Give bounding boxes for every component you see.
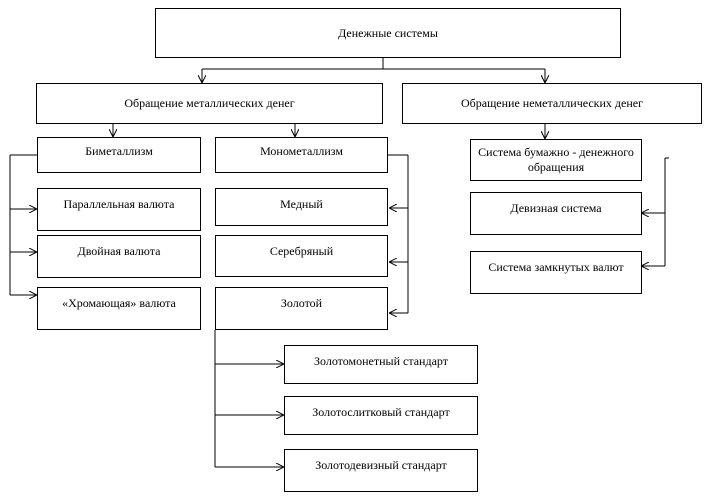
- monometallism-label: Монометаллизм: [260, 144, 343, 158]
- nonmetallic-item: Система замкнутых валют: [470, 251, 642, 294]
- bimetallism-item-label: Двойная валюта: [77, 244, 161, 258]
- gold-standard-node: Золотомонетный стандарт: [284, 345, 478, 384]
- root-label: Денежные системы: [338, 25, 438, 40]
- nonmetallic-item-label: Девизная система: [510, 201, 602, 215]
- gold-standard-node: Золотослитковый стандарт: [284, 396, 478, 435]
- bimetallism-item-label: «Хромающая» валюта: [62, 296, 176, 310]
- monometallism-node: Монометаллизм: [215, 137, 388, 173]
- gold-standard-label: Золотомонетный стандарт: [313, 354, 448, 368]
- gold-standard-label: Золотослитковый стандарт: [312, 405, 450, 419]
- monometallism-item: Медный: [215, 188, 388, 226]
- nonmetallic-item: Девизная система: [470, 192, 642, 235]
- paper-money-node: Система бумажно - денежного обращения: [470, 139, 642, 181]
- monometallism-item-label: Серебряный: [269, 244, 334, 258]
- metallic-label: Обращение металлических денег: [124, 96, 295, 110]
- nonmetallic-item-label: Система замкнутых валют: [488, 260, 624, 274]
- root-node: Денежные системы: [155, 8, 621, 58]
- bimetallism-item-label: Параллельная валюта: [63, 197, 175, 211]
- nonmetallic-label: Обращение неметаллических денег: [460, 96, 644, 110]
- paper-money-label: Система бумажно - денежного обращения: [478, 145, 634, 174]
- bimetallism-item: Параллельная валюта: [37, 188, 201, 231]
- monometallism-item: Серебряный: [215, 235, 388, 277]
- metallic-node: Обращение металлических денег: [36, 83, 383, 124]
- bimetallism-node: Биметаллизм: [37, 137, 201, 173]
- monometallism-item: Золотой: [215, 287, 388, 330]
- bimetallism-item: «Хромающая» валюта: [37, 287, 201, 330]
- bimetallism-item: Двойная валюта: [37, 235, 201, 278]
- gold-standard-node: Золотодевизный стандарт: [284, 449, 478, 492]
- monometallism-item-label: Медный: [280, 197, 323, 211]
- monometallism-item-label: Золотой: [280, 296, 323, 310]
- nonmetallic-node: Обращение неметаллических денег: [402, 83, 702, 124]
- gold-standard-label: Золотодевизный стандарт: [315, 458, 447, 472]
- bimetallism-label: Биметаллизм: [85, 144, 153, 158]
